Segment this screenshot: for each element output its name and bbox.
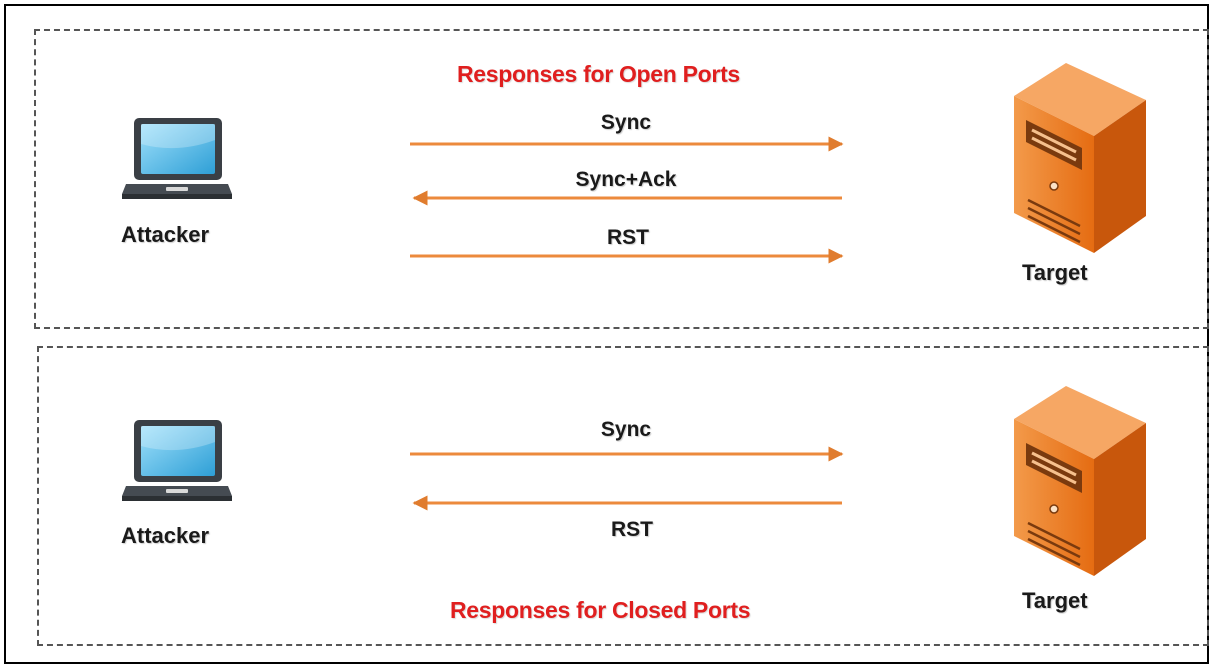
laptop-icon <box>122 420 232 501</box>
open-ports-title: Responses for Open Ports <box>457 61 740 87</box>
closed-ports-title: Responses for Closed Ports <box>450 597 751 623</box>
server-icon <box>1014 63 1146 253</box>
message-label-sync-ack: Sync+Ack <box>575 168 677 191</box>
attacker-label: Attacker <box>121 222 210 247</box>
laptop-icon <box>122 118 232 199</box>
message-label-rst: RST <box>607 226 649 249</box>
sync-arrow <box>410 136 844 152</box>
diagram-frame: Responses for Open Ports Attacker Target… <box>4 4 1209 664</box>
open-ports-panel <box>34 29 1209 329</box>
target-label: Target <box>1022 260 1088 285</box>
rst-arrow <box>410 248 844 264</box>
closed-ports-panel <box>37 346 1209 646</box>
message-label-rst: RST <box>611 518 653 541</box>
message-label-sync: Sync <box>600 111 652 134</box>
rst-arrow <box>412 495 842 511</box>
attacker-label: Attacker <box>121 523 210 548</box>
message-label-sync: Sync <box>600 418 652 441</box>
sync-ack-arrow <box>412 190 842 206</box>
target-label: Target <box>1022 588 1088 613</box>
sync-arrow <box>410 446 844 462</box>
server-icon <box>1014 386 1146 576</box>
